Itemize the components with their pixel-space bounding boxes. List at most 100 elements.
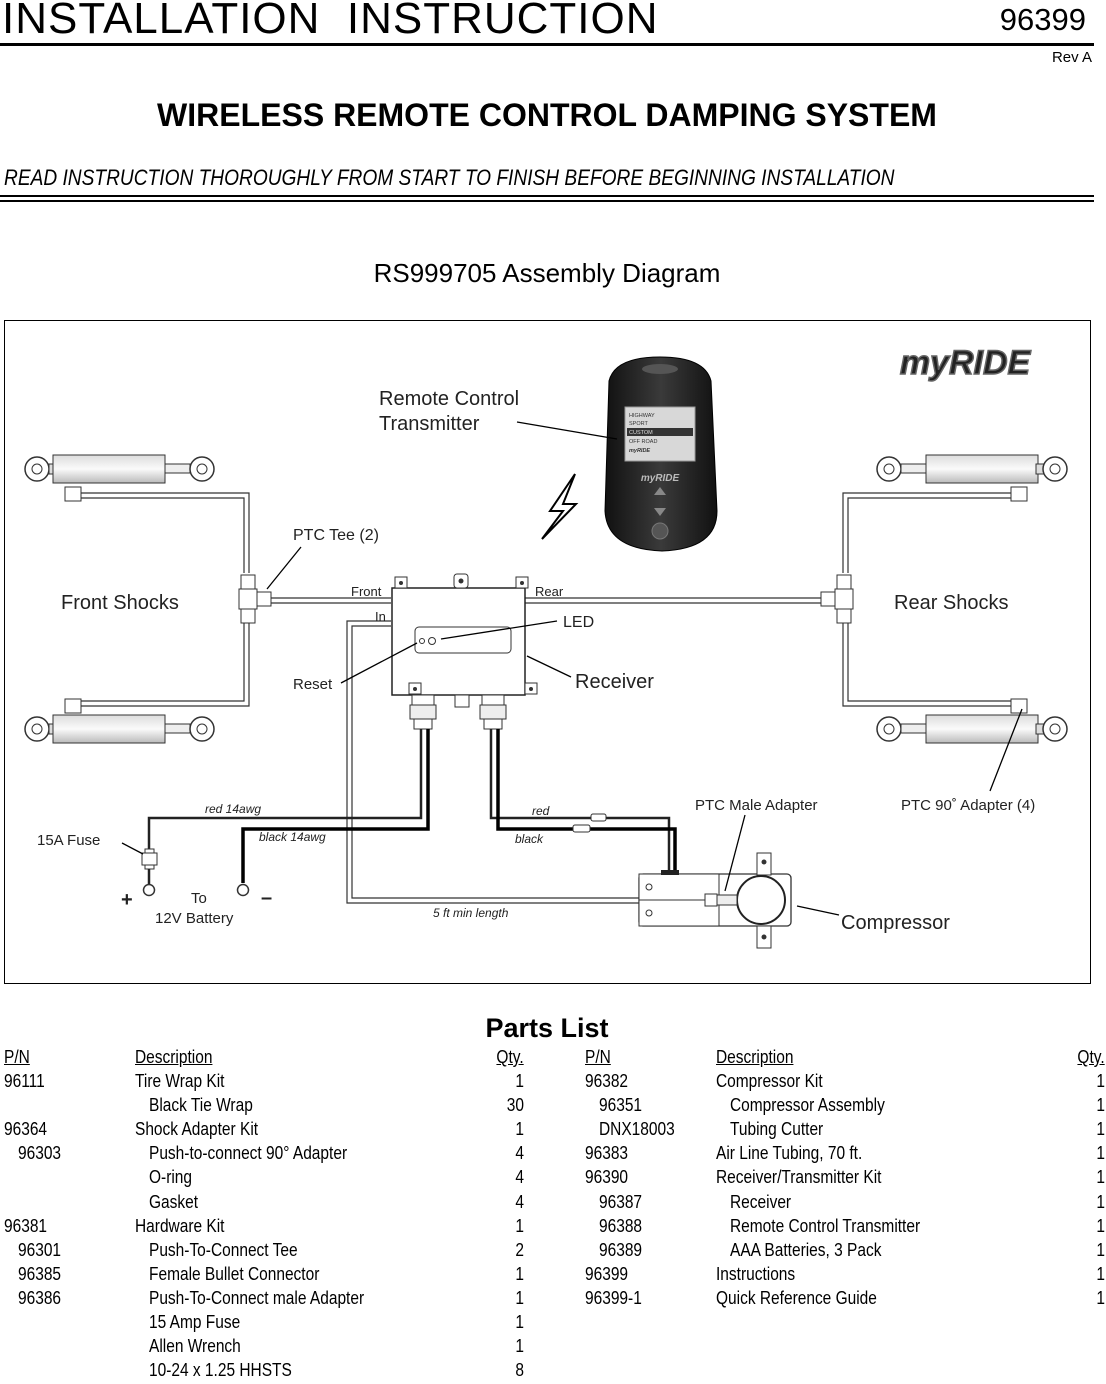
part-description: 10-24 x 1.25 HHSTS: [149, 1360, 292, 1381]
header-pn: P/N: [4, 1047, 30, 1067]
label-fuse: 15A Fuse: [37, 832, 100, 849]
part-quantity: 1: [1096, 1263, 1105, 1284]
part-quantity: 1: [1096, 1215, 1105, 1236]
part-description: Hardware Kit: [135, 1215, 225, 1236]
label-ptc-male-adapter: PTC Male Adapter: [695, 797, 818, 814]
label-reset: Reset: [293, 676, 333, 693]
parts-row: O-ring 4: [4, 1167, 524, 1191]
parts-row: 96399 Instructions 1: [585, 1264, 1105, 1288]
part-quantity: 1: [515, 1336, 524, 1357]
part-description: Receiver: [730, 1191, 792, 1212]
part-quantity: 1: [1096, 1287, 1105, 1308]
label-receiver: Receiver: [575, 671, 654, 693]
label-plus: +: [121, 889, 133, 911]
label-led: LED: [563, 614, 594, 631]
label-front-port: Front: [351, 584, 382, 599]
label-ptc-90-adapter: PTC 90˚ Adapter (4): [901, 797, 1035, 814]
remote-screen-line: OFF ROAD: [629, 439, 657, 445]
part-description: Allen Wrench: [149, 1336, 241, 1357]
part-number: 96351: [599, 1095, 643, 1116]
part-quantity: 1: [515, 1119, 524, 1140]
part-quantity: 1: [515, 1071, 524, 1092]
part-quantity: 1: [515, 1263, 524, 1284]
part-number: 96364: [4, 1119, 48, 1140]
part-description: Female Bullet Connector: [149, 1263, 320, 1284]
part-description: O-ring: [149, 1167, 193, 1188]
label-minus: –: [261, 887, 272, 909]
label-12v-battery: 12V Battery: [155, 910, 234, 927]
rear-shock-top: [876, 454, 1068, 502]
header-qty: Qty.: [496, 1047, 524, 1067]
part-number: 96385: [18, 1263, 62, 1284]
document-title: INSTALLATION INSTRUCTION: [2, 0, 659, 43]
revision-label: Rev A: [1051, 49, 1092, 66]
label-in-port: In: [375, 609, 386, 624]
header-pn: P/N: [585, 1047, 611, 1067]
part-quantity: 1: [515, 1287, 524, 1308]
header-qty: Qty.: [1077, 1047, 1105, 1067]
part-quantity: 1: [1096, 1071, 1105, 1092]
front-shock-bottom: [24, 698, 215, 744]
part-number: 96389: [599, 1239, 643, 1260]
part-quantity: 1: [1096, 1119, 1105, 1140]
air-lines: [77, 492, 1015, 904]
part-number: 96399: [585, 1263, 629, 1284]
part-number: 96386: [18, 1287, 62, 1308]
remote-logo: myRIDE: [641, 473, 680, 484]
label-red-14awg: red 14awg: [205, 802, 261, 816]
part-description: Push-to-connect 90° Adapter: [149, 1143, 348, 1164]
parts-row: 96389 AAA Batteries, 3 Pack 1: [585, 1240, 1105, 1264]
receiver-box: [391, 573, 538, 708]
part-description: Push-To-Connect Tee: [149, 1239, 298, 1260]
part-quantity: 1: [1096, 1239, 1105, 1260]
remote-screen-line: CUSTOM: [629, 430, 653, 436]
double-rule-top: [0, 195, 1094, 197]
part-quantity: 1: [515, 1215, 524, 1236]
label-rear-port: Rear: [535, 584, 564, 599]
part-quantity: 1: [1096, 1095, 1105, 1116]
label-to: To: [191, 890, 207, 907]
parts-row: 96382 Compressor Kit 1: [585, 1071, 1105, 1095]
header-rule: [0, 43, 1094, 46]
part-quantity: 8: [515, 1360, 524, 1381]
part-description: Instructions: [716, 1263, 796, 1284]
document-number: 96399: [999, 2, 1086, 37]
part-description: Air Line Tubing, 70 ft.: [716, 1143, 863, 1164]
ptc-tee-rear: [820, 574, 854, 624]
part-quantity: 1: [1096, 1191, 1105, 1212]
remote-screen-line: SPORT: [629, 421, 648, 427]
part-description: AAA Batteries, 3 Pack: [730, 1239, 882, 1260]
part-description: Compressor Kit: [716, 1071, 823, 1092]
parts-row: 96381 Hardware Kit 1: [4, 1216, 524, 1240]
assembly-diagram: myRIDE: [4, 320, 1091, 984]
product-title: WIRELESS REMOTE CONTROL DAMPING SYSTEM: [157, 97, 937, 133]
part-description: Tubing Cutter: [730, 1119, 824, 1140]
label-transmitter: Transmitter: [379, 413, 480, 435]
parts-row: 96386 Push-To-Connect male Adapter 1: [4, 1288, 524, 1312]
parts-row: DNX18003 Tubing Cutter 1: [585, 1119, 1105, 1143]
wires: [147, 729, 677, 883]
part-number: 96381: [4, 1215, 48, 1236]
part-quantity: 4: [515, 1191, 524, 1212]
part-description: Push-To-Connect male Adapter: [149, 1287, 365, 1308]
label-red: red: [532, 804, 550, 818]
ptc-tee-front: [238, 574, 272, 624]
logo-text: myRIDE: [900, 344, 1032, 382]
myride-logo: myRIDE: [867, 343, 1067, 383]
part-quantity: 2: [515, 1239, 524, 1260]
part-number: DNX18003: [599, 1119, 675, 1140]
label-ptc-tee: PTC Tee (2): [293, 527, 379, 544]
part-number: 96382: [585, 1071, 629, 1092]
part-number: 96111: [4, 1071, 45, 1092]
part-quantity: 4: [515, 1167, 524, 1188]
remote-screen-line: HIGHWAY: [629, 413, 655, 419]
parts-row: 10-24 x 1.25 HHSTS 8: [4, 1360, 524, 1384]
part-quantity: 1: [515, 1312, 524, 1333]
